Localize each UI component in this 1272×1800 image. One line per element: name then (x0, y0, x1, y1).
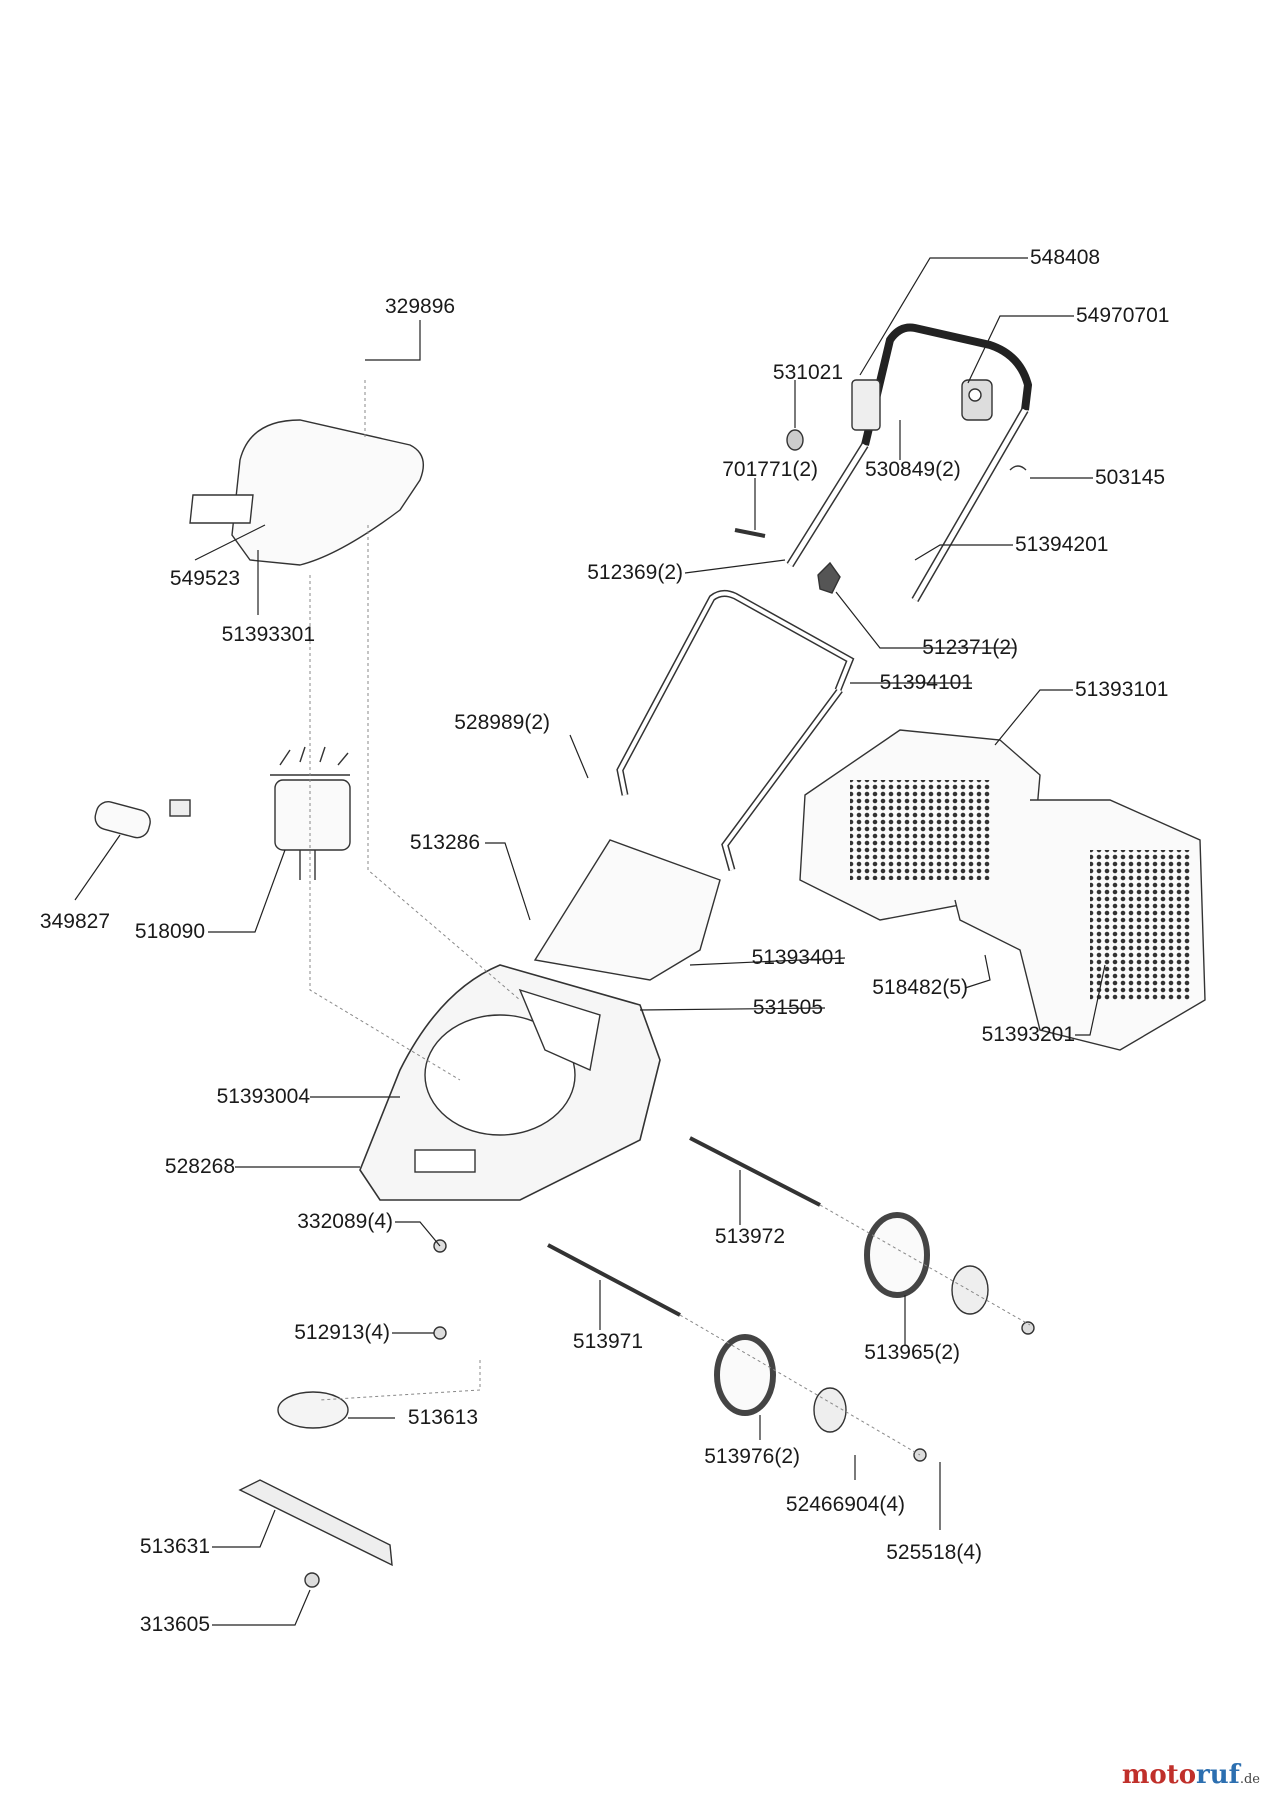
leader-line-349827 (74, 834, 121, 901)
part-label-518090: 518090 (134, 920, 205, 943)
leader-line-51394201 (914, 544, 1013, 561)
knob-drawing (817, 561, 841, 594)
part-label-313605: 313605 (139, 1613, 210, 1636)
watermark-suffix: .de (1239, 1772, 1260, 1787)
leader-line-528989 (569, 734, 589, 779)
axle-drawing (689, 1136, 821, 1207)
part-label-513976: 513976(2) (704, 1445, 800, 1468)
part-label-51394101: 51394101 (879, 671, 973, 694)
part-label-513965: 513965(2) (864, 1341, 960, 1364)
leader-line-329896 (365, 320, 421, 361)
part-label-528989: 528989(2) (454, 711, 550, 734)
part-label-513972: 513972 (714, 1225, 785, 1248)
leader-line-51393401 (689, 957, 846, 966)
part-label-525518: 525518(4) (886, 1541, 982, 1564)
part-label-513971: 513971 (572, 1330, 643, 1353)
wheel-drawing (714, 1212, 1035, 1462)
part-label-52466904: 52466904(4) (785, 1493, 905, 1516)
part-label-349827: 349827 (39, 910, 110, 933)
leader-line-512371 (835, 591, 1016, 649)
leader-line-549523 (194, 524, 266, 561)
leader-line-332089 (395, 1221, 441, 1247)
part-label-549523: 549523 (169, 567, 240, 590)
part-label-513286: 513286 (409, 831, 480, 854)
part-label-531021: 531021 (772, 361, 843, 384)
blade-bolt-drawing (304, 1572, 320, 1588)
part-label-54970701: 54970701 (1076, 304, 1170, 327)
part-label-513613: 513613 (407, 1406, 478, 1429)
part-label-503145: 503145 (1095, 466, 1166, 489)
motor-drawing (94, 746, 351, 880)
part-label-512913: 512913(4) (294, 1321, 390, 1344)
deck-drawing (359, 964, 661, 1201)
part-label-512371: 512371(2) (922, 636, 1018, 659)
part-label-531505: 531505 (752, 996, 823, 1019)
part-label-513631: 513631 (139, 1535, 210, 1558)
leader-line-51393201 (1075, 964, 1106, 1036)
watermark: motoruf.de (1122, 1760, 1260, 1790)
part-label-51394201: 51394201 (1015, 533, 1109, 556)
leader-line-51393101 (994, 689, 1073, 746)
part-label-518482: 518482(5) (872, 976, 968, 999)
part-label-512369: 512369(2) (587, 561, 683, 584)
leader-line-518090 (208, 849, 286, 933)
watermark-part2: ruf (1196, 1760, 1240, 1790)
part-label-548408: 548408 (1030, 246, 1101, 269)
blade-drawing (238, 1479, 393, 1567)
watermark-part1: moto (1121, 1760, 1197, 1790)
part-label-701771: 701771(2) (722, 458, 818, 481)
part-label-51393401: 51393401 (751, 946, 845, 969)
upper-handle-drawing (786, 323, 1033, 603)
part-label-528268: 528268 (164, 1155, 235, 1178)
leader-line-513286 (485, 842, 531, 921)
part-label-51393004: 51393004 (216, 1085, 310, 1108)
part-label-332089: 332089(4) (297, 1210, 393, 1233)
part-label-329896: 329896 (385, 295, 456, 318)
blade-adapter-drawing (277, 1391, 349, 1429)
bolt-drawing (734, 528, 766, 538)
top-cover-drawing (231, 419, 424, 566)
leader-line-548408 (859, 257, 1028, 376)
rear-flap-drawing (533, 839, 721, 981)
leader-line-531505 (639, 1007, 826, 1011)
part-label-51393201: 51393201 (981, 1023, 1075, 1046)
leader-line-518482 (964, 954, 991, 989)
part-label-51393101: 51393101 (1075, 678, 1169, 701)
leader-line-512369 (684, 559, 786, 574)
grass-box-drawing (799, 729, 1206, 1051)
leader-line-313605 (212, 1589, 311, 1626)
leader-line-54970701 (967, 315, 1074, 384)
leader-line-513631 (212, 1509, 276, 1548)
part-label-530849: 530849(2) (865, 458, 961, 481)
part-label-51393301: 51393301 (221, 623, 315, 646)
dashed-guide-lines (309, 380, 1031, 1456)
